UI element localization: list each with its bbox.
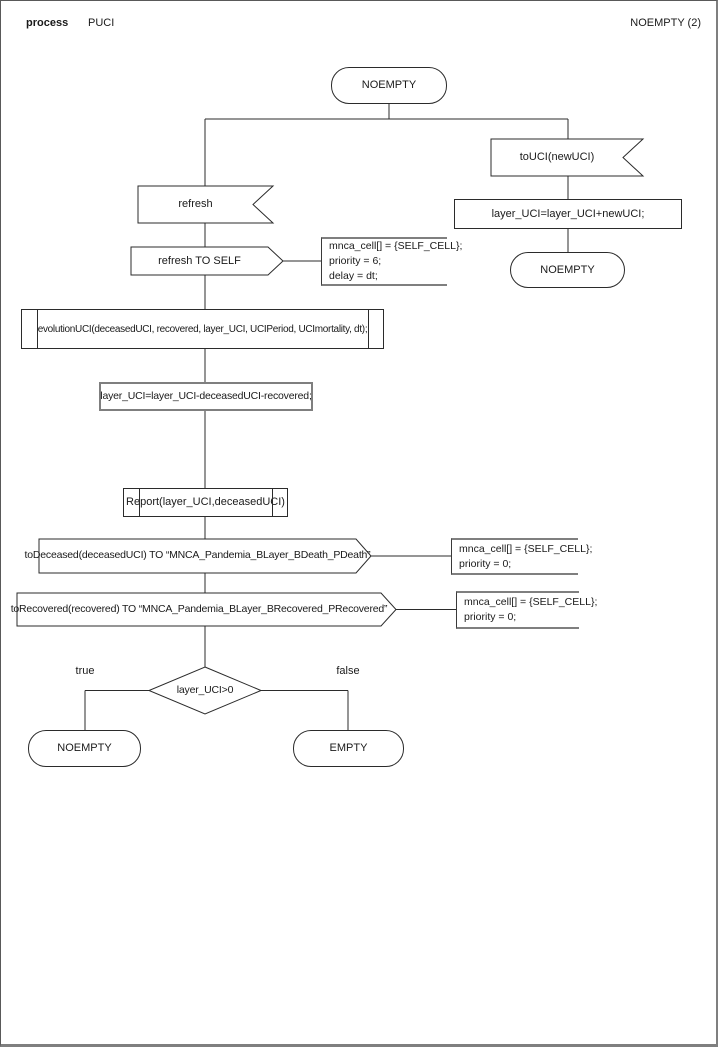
state-empty: EMPTY	[293, 730, 404, 767]
output-symbol-toRecovered	[16, 592, 397, 627]
process-kind-label: process	[26, 17, 69, 29]
procedure-call-evolutionUCI: evolutionUCI(deceasedUCI, recovered, lay…	[21, 309, 384, 349]
state-noempty-right: NOEMPTY	[510, 252, 625, 288]
comment-line: priority = 0;	[464, 611, 517, 623]
connector-lines	[84, 104, 569, 730]
output-toDeceased-label: toDeceased(deceasedUCI) TO “MNCA_Pandemi…	[24, 549, 371, 562]
branch-false-label: false	[336, 664, 360, 677]
comment-line: mnca_cell[] = {SELF_CELL};	[464, 596, 598, 608]
comment-line: priority = 0;	[459, 557, 512, 570]
state-noempty-bottom: NOEMPTY	[28, 730, 141, 767]
output-toRecovered-label: toRecovered(recovered) TO “MNCA_Pandemia…	[10, 602, 388, 615]
output-symbol-refresh-to-self	[130, 246, 284, 276]
comment-line: delay = dt;	[329, 270, 378, 282]
output-refresh-to-self-label: refresh TO SELF	[158, 254, 241, 267]
output-symbol-toDeceased	[38, 538, 372, 574]
page-reference: NOEMPTY (2)	[630, 17, 701, 29]
comment-toDeceased: mnca_cell[] = {SELF_CELL}; priority = 0;	[451, 538, 593, 575]
procedure-call-report: Report(layer_UCI,deceasedUCI)	[123, 488, 288, 517]
input-refresh-label: refresh	[178, 198, 213, 211]
input-symbol-toUCI	[490, 138, 645, 177]
process-name: PUCI	[88, 17, 115, 29]
input-symbol-refresh	[137, 185, 275, 224]
comment-toRecovered: mnca_cell[] = {SELF_CELL}; priority = 0;	[456, 591, 598, 629]
input-toUCI-label: toUCI(newUCI)	[519, 151, 595, 164]
comment-line: priority = 6;	[329, 255, 382, 267]
task-add-newUCI: layer_UCI=layer_UCI+newUCI;	[454, 199, 682, 229]
comment-refresh-to-self: mnca_cell[] = {SELF_CELL}; priority = 6;…	[321, 237, 463, 286]
comment-line: mnca_cell[] = {SELF_CELL};	[329, 240, 463, 252]
comment-line: mnca_cell[] = {SELF_CELL};	[459, 542, 593, 555]
branch-true-label: true	[75, 664, 95, 677]
state-noempty-top: NOEMPTY	[331, 67, 447, 104]
task-update-layer-UCI: layer_UCI=layer_UCI-deceasedUCI-recovere…	[99, 382, 313, 411]
decision-symbol	[147, 666, 263, 715]
decision-label: layer_UCI>0	[176, 683, 234, 696]
